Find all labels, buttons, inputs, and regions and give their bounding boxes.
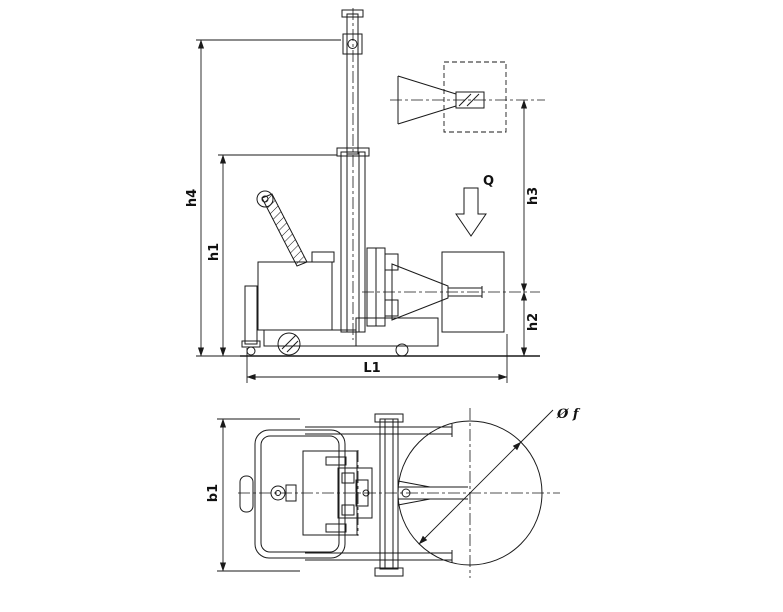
front-caster-wheel bbox=[246, 346, 256, 356]
plan-tiller-handle bbox=[239, 475, 254, 513]
L1-label: L1 bbox=[363, 361, 380, 376]
plan-view: Ø f b1 bbox=[206, 407, 581, 578]
tiller-handle-hub bbox=[261, 195, 269, 203]
diameter-dimension-line bbox=[418, 441, 522, 545]
diameter-label: Ø f bbox=[556, 407, 581, 422]
h2-label: h2 bbox=[526, 313, 541, 331]
h4-label: h4 bbox=[185, 189, 200, 207]
mast-cross-brace bbox=[336, 147, 370, 157]
raised-hub-hatch-2 bbox=[466, 93, 480, 107]
plan-detail-block-4 bbox=[325, 456, 347, 466]
mast-upper-section bbox=[346, 13, 359, 155]
h1-label: h1 bbox=[207, 243, 222, 261]
dimension-h2: h2 bbox=[520, 291, 541, 357]
load-force-arrow-icon bbox=[455, 187, 487, 237]
tiller-arm bbox=[261, 193, 308, 267]
plan-mast-section bbox=[337, 467, 373, 519]
plan-body-outer bbox=[254, 429, 346, 559]
dimension-roll-diameter: Ø f bbox=[418, 407, 581, 545]
dimension-b1: b1 bbox=[206, 418, 300, 572]
side-elevation-view: h4 h1 h3 h2 L1 Q bbox=[185, 8, 545, 383]
control-console bbox=[311, 251, 335, 263]
plan-crossplate-flange-top bbox=[374, 413, 404, 423]
load-force-annotation: Q bbox=[455, 174, 494, 237]
plan-detail-block-5 bbox=[325, 523, 347, 533]
chassis-right bbox=[355, 317, 439, 347]
tiller-handle-grip bbox=[256, 190, 274, 208]
front-support-column bbox=[244, 285, 258, 345]
plan-roll-circle bbox=[397, 420, 543, 566]
battery-body-box bbox=[257, 261, 333, 331]
plan-detail-block-1 bbox=[341, 472, 355, 484]
drive-wheel-hatch-2 bbox=[286, 340, 299, 353]
drive-wheel-hatch-1 bbox=[281, 334, 297, 350]
raised-position-phantom-box bbox=[443, 61, 507, 133]
plan-mast-crossplate bbox=[379, 418, 399, 570]
drive-wheel bbox=[277, 332, 301, 356]
mast-top-cap bbox=[341, 9, 364, 18]
plan-steering-mount bbox=[285, 484, 297, 502]
plan-frame-inner bbox=[302, 450, 358, 536]
plan-crossplate-flange-bottom bbox=[374, 567, 404, 577]
plan-steering-knob-hub bbox=[275, 490, 281, 496]
mast-pulley-bracket bbox=[342, 33, 363, 55]
plan-pivot-pin bbox=[362, 489, 370, 497]
plan-steering-knob bbox=[270, 485, 286, 501]
plan-detail-block-2 bbox=[341, 504, 355, 516]
load-force-label: Q bbox=[483, 174, 494, 189]
dimension-h3: h3 bbox=[520, 99, 541, 293]
load-roll-side bbox=[441, 251, 505, 333]
plan-mandrel-hub bbox=[401, 488, 411, 498]
h3-label: h3 bbox=[526, 187, 541, 205]
plan-detail-block-3 bbox=[355, 479, 369, 507]
diameter-leader-line bbox=[520, 409, 554, 443]
dimension-h1: h1 bbox=[207, 154, 337, 357]
b1-label: b1 bbox=[206, 484, 221, 502]
clamp-cone bbox=[391, 263, 449, 321]
mast-lower-section bbox=[340, 151, 366, 333]
mast-pulley bbox=[347, 39, 358, 49]
plan-body-inner bbox=[260, 435, 340, 553]
dimension-L1: L1 bbox=[246, 334, 508, 383]
dimension-h4: h4 bbox=[185, 39, 341, 357]
